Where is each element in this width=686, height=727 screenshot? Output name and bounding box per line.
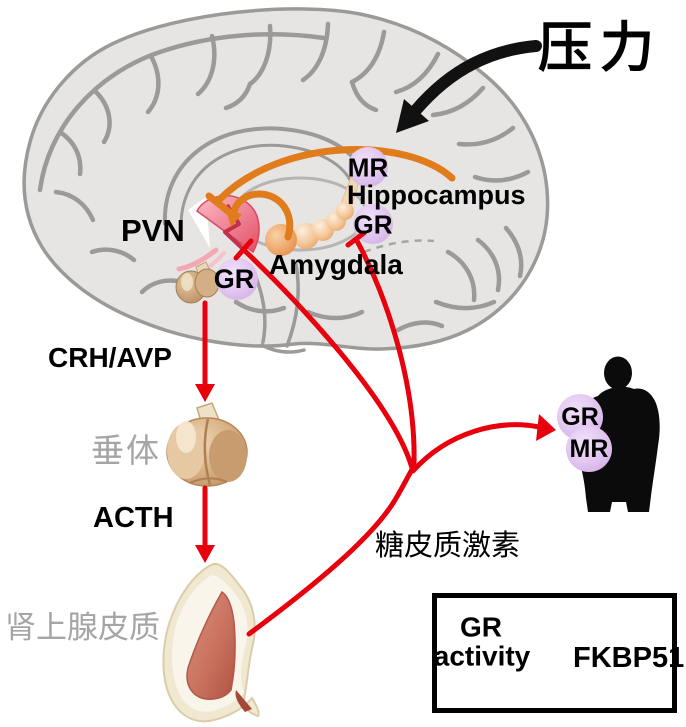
pvn-label: PVN: [121, 213, 185, 248]
legend-fkbp51-label: FKBP51: [573, 642, 685, 674]
orange-inhibition-bar: [205, 192, 233, 216]
pituitary-structure: [166, 402, 248, 487]
orange-arrowhead: [226, 210, 242, 227]
pvn-gr-circle: [216, 258, 258, 300]
hippocampus-to-pvn-arrows: [205, 146, 456, 241]
pituitary-label: 垂体: [91, 432, 161, 469]
stress-label: 压力: [538, 18, 662, 78]
body-gr-label: GR: [561, 402, 599, 431]
orange-loop-arrow: [230, 190, 294, 241]
hippocampus-gr-label: GR: [353, 209, 393, 240]
adrenal-structure: [162, 562, 260, 723]
acth-label: ACTH: [93, 502, 174, 534]
fkbp51-legend-box: [432, 593, 677, 713]
hippocampus-inhibition-bar: [345, 230, 367, 248]
fornix-dashed-line: [363, 239, 435, 254]
body-mr-circle: [566, 426, 612, 472]
hippocampus-mr-circle: [348, 147, 388, 187]
stress-arrow: [396, 40, 542, 133]
adrenal-cortex-label: 肾上腺皮质: [5, 610, 160, 645]
hippocampus-mr-label: MR: [347, 152, 389, 183]
to-body-curve: [410, 422, 542, 474]
brain-sulci: [37, 21, 531, 354]
hippocampus-label: Hippocampus: [347, 180, 526, 210]
legend-activity-label: activity: [433, 640, 531, 672]
amygdala-label: Amygdala: [269, 249, 403, 280]
crh-avp-label: CRH/AVP: [48, 342, 172, 373]
body-mr-label: MR: [569, 434, 609, 463]
body-receptor-circles: [557, 394, 612, 472]
adrenal-output-curve: [246, 465, 416, 637]
glucocorticoid-label: 糖皮质激素: [375, 530, 521, 562]
pvn-inhibition-bar: [233, 238, 254, 261]
feedback-to-hippocampus: [353, 236, 417, 467]
pvn-gr-label: GR: [213, 263, 255, 294]
to-body-arrowhead: [536, 414, 556, 441]
feedback-to-pvn: [241, 247, 415, 471]
axis-arrows: [195, 300, 215, 563]
glucocorticoid-feedback-curves: [233, 230, 556, 637]
hypothalamus-structure: [175, 261, 220, 304]
legend-gr-label: GR: [460, 611, 502, 643]
